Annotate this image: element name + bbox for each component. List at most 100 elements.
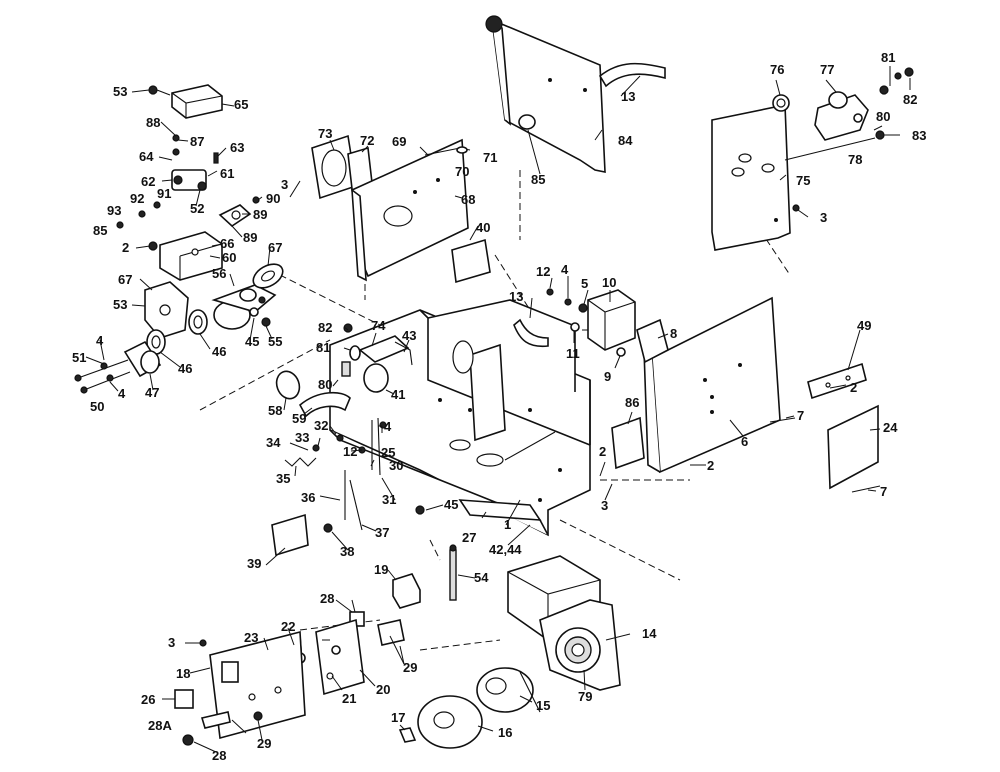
fittings-11-12 (546, 288, 588, 332)
solenoid-assembly (171, 134, 219, 191)
callout-43: 43 (402, 328, 416, 343)
screw-3-right (792, 204, 800, 212)
clamp-17 (398, 727, 417, 743)
callout-80-top: 80 (876, 109, 890, 124)
callout-29-lower: 29 (257, 736, 271, 751)
callout-85-left: 85 (93, 223, 107, 238)
callout-70: 70 (455, 164, 469, 179)
callout-45-lower: 45 (444, 497, 458, 512)
callout-41: 41 (391, 387, 405, 402)
callout-20: 20 (376, 682, 390, 697)
bracket-60 (159, 231, 223, 281)
housing-14 (507, 555, 621, 691)
callout-3-left: 3 (281, 177, 288, 192)
callout-46-right: 46 (212, 344, 226, 359)
callout-36: 36 (301, 490, 315, 505)
panel-84 (485, 15, 606, 173)
nut-3-lower (199, 639, 207, 647)
panel-6 (643, 296, 781, 474)
callout-2-frame: 2 (599, 444, 606, 459)
screw-53-top (148, 85, 171, 96)
callout-86: 86 (625, 395, 639, 410)
callout-23: 23 (244, 630, 258, 645)
relief-valve-77 (814, 91, 869, 141)
callout-78: 78 (848, 152, 862, 167)
callout-24: 24 (883, 420, 898, 435)
callout-83: 83 (912, 128, 926, 143)
callout-3-right: 3 (820, 210, 827, 225)
callout-81-top: 81 (881, 50, 895, 65)
callout-labels: 53 65 88 87 63 64 61 62 3 91 90 92 52 89… (72, 50, 926, 763)
fuse-28-lower (182, 711, 263, 746)
callout-4-mid: 4 (561, 262, 569, 277)
plate-67 (144, 281, 189, 339)
callout-15: 15 (536, 698, 550, 713)
callout-31: 31 (382, 492, 396, 507)
callout-72: 72 (360, 133, 374, 148)
callout-50: 50 (90, 399, 104, 414)
callout-16: 16 (498, 725, 512, 740)
callout-49: 49 (857, 318, 871, 333)
panel-68 (351, 138, 469, 282)
callout-7-upper: 7 (797, 408, 804, 423)
callout-4-upper: 4 (96, 333, 104, 348)
callout-8: 8 (670, 326, 677, 341)
callout-89-upper: 89 (253, 207, 267, 222)
callout-60: 60 (222, 250, 236, 265)
bracket-39 (271, 513, 309, 557)
callout-58: 58 (268, 403, 282, 418)
callout-10: 10 (602, 275, 616, 290)
callout-54: 54 (474, 570, 489, 585)
box-10-8 (587, 289, 669, 364)
callout-92: 92 (130, 191, 144, 206)
panel-75 (711, 104, 791, 251)
callout-33: 33 (295, 430, 309, 445)
callout-29-right: 29 (403, 660, 417, 675)
callout-6: 6 (741, 434, 748, 449)
filter-16 (417, 695, 483, 749)
callout-45-upper: 45 (245, 334, 259, 349)
callout-68: 68 (461, 192, 475, 207)
callout-51: 51 (72, 350, 86, 365)
callout-75: 75 (796, 173, 810, 188)
bar-49 (807, 362, 867, 400)
probe-54 (449, 544, 457, 601)
assembly-guide-lines (199, 170, 791, 651)
callout-76: 76 (770, 62, 784, 77)
callout-71: 71 (483, 150, 497, 165)
callout-47: 47 (145, 385, 159, 400)
callout-42-44: 42,44 (489, 542, 522, 557)
callout-79: 79 (578, 689, 592, 704)
fitting-45-lower (415, 505, 425, 515)
callout-67-lower: 67 (118, 272, 132, 287)
callout-74: 74 (371, 318, 386, 333)
callout-55: 55 (268, 334, 282, 349)
callout-28-lower: 28 (212, 748, 226, 763)
callout-11: 11 (566, 346, 580, 361)
callout-85-top: 85 (531, 172, 545, 187)
callout-4-lower: 4 (118, 386, 126, 401)
spring-35 (284, 457, 317, 467)
callout-35: 35 (276, 471, 290, 486)
relay-19 (392, 573, 421, 609)
callout-81-mid: 81 (316, 340, 330, 355)
meter-26 (174, 689, 194, 709)
callout-22: 22 (281, 619, 295, 634)
callout-46-left: 46 (178, 361, 192, 376)
plate-86 (611, 416, 645, 470)
callout-62: 62 (141, 174, 155, 189)
gasket-46-upper (188, 309, 208, 335)
small-fasteners-90-93 (116, 196, 260, 251)
tube-13-top (598, 62, 666, 88)
callout-38: 38 (340, 544, 354, 559)
switches-28-29 (349, 611, 405, 646)
tube-13-mid (513, 318, 549, 348)
callout-89-lower: 89 (243, 230, 257, 245)
callout-93: 93 (107, 203, 121, 218)
callout-19: 19 (374, 562, 388, 577)
callout-28a: 28A (148, 718, 172, 733)
callout-2-right: 2 (850, 380, 857, 395)
fuel-shutoff-bracket-65 (171, 84, 223, 119)
callout-7-lower: 7 (880, 484, 887, 499)
